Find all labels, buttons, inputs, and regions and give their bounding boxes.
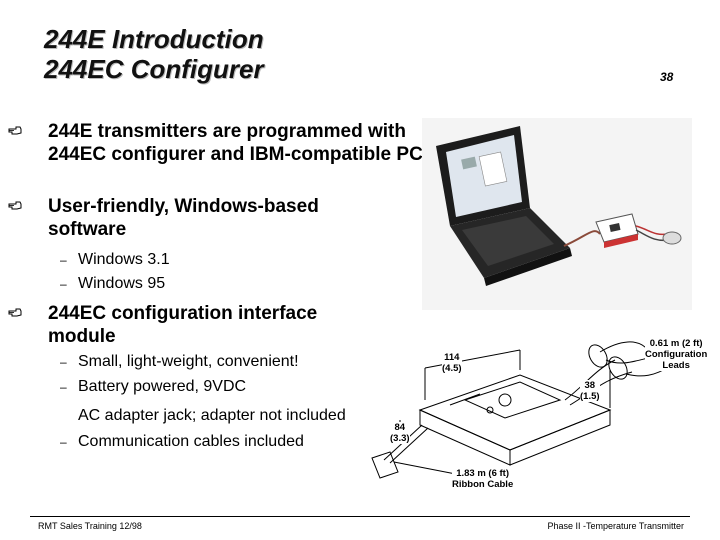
leads-label: 0.61 m (2 ft) Configuration Leads: [645, 338, 708, 371]
sub-item: – Small, light-weight, convenient!: [60, 352, 299, 372]
dim-height-label: 38 (1.5): [580, 380, 600, 402]
title-line-1: 244E Introduction: [44, 24, 264, 54]
dash-marker: –: [60, 380, 67, 394]
bullet-text: 244E transmitters are programmed with 24…: [48, 121, 423, 165]
ribbon-length: 1.83 m (6 ft): [456, 468, 510, 479]
dash-marker: –: [60, 277, 67, 291]
leads-line-3: Leads: [662, 360, 690, 371]
laptop-illustration: [422, 118, 692, 310]
module-line-drawing: [371, 341, 671, 479]
laptop-photo: [422, 118, 692, 310]
dash-marker: –: [60, 435, 67, 449]
bullet-programmed: 244E transmitters are programmed with 24…: [8, 120, 428, 166]
footer-right-text: Phase II -Temperature Transmitter: [547, 521, 684, 531]
sub-item: – Communication cables included: [60, 432, 304, 452]
title-line-2: 244EC Configurer: [44, 54, 264, 84]
dash-marker: –: [60, 355, 67, 369]
leads-length: 0.61 m (2 ft): [649, 338, 703, 349]
sub-item: – Windows 95: [60, 274, 166, 294]
bullet-software: User-friendly, Windows-based software: [8, 195, 378, 241]
sub-item-text: Small, light-weight, convenient!: [78, 353, 299, 370]
sub-item-text: Windows 3.1: [78, 251, 170, 268]
page-number: 38: [660, 70, 674, 84]
dim-depth-mm: 84: [394, 422, 406, 433]
dim-depth-in: (3.3): [390, 433, 410, 444]
ribbon-label: 1.83 m (6 ft) Ribbon Cable: [452, 468, 514, 490]
slide-title: 244E Introduction 244EC Configurer: [44, 24, 264, 84]
dim-height-in: (1.5): [580, 391, 600, 402]
bullet-text: 244EC configuration interface module: [48, 303, 318, 347]
dim-width-label: 114 (4.5): [442, 352, 462, 374]
pointing-hand-icon: [8, 308, 22, 317]
pointing-hand-icon: [8, 126, 22, 135]
dim-width-in: (4.5): [442, 363, 462, 374]
sub-item-text: Communication cables included: [78, 433, 304, 450]
sub-item: – AC adapter jack; adapter not included: [78, 406, 376, 426]
leads-line-2: Configuration: [645, 349, 708, 360]
dim-height-mm: 38: [584, 380, 596, 391]
bullet-text: User-friendly, Windows-based software: [48, 196, 319, 240]
dimension-diagram: 114 (4.5) 38 (1.5) 84 (3.3) 0.61 m (2 ft…: [370, 330, 715, 500]
sub-item-text: AC adapter jack; adapter not included: [78, 407, 346, 424]
dash-marker: –: [60, 253, 67, 267]
bullet-module: 244EC configuration interface module: [8, 302, 378, 348]
sub-item: – Battery powered, 9VDC: [60, 377, 247, 397]
dim-width-mm: 114: [444, 352, 460, 363]
dim-depth-label: 84 (3.3): [390, 422, 410, 444]
ribbon-line-2: Ribbon Cable: [452, 479, 514, 490]
sub-item: – Windows 3.1: [60, 250, 170, 270]
sub-item-text: Windows 95: [78, 275, 166, 292]
pointing-hand-icon: [8, 201, 22, 210]
sub-item-text: Battery powered, 9VDC: [78, 378, 247, 395]
footer-left-text: RMT Sales Training 12/98: [38, 521, 142, 531]
footer-divider: [30, 516, 690, 517]
